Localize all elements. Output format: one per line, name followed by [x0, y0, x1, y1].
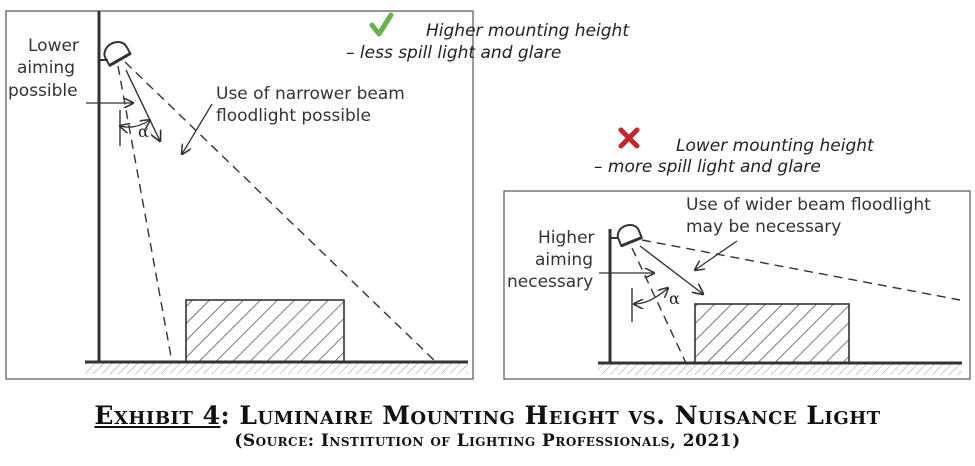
- exhibit-number: Exhibit 4: [94, 401, 221, 430]
- right-angle-arc: [634, 288, 668, 304]
- left-panel: α Lower aiming possible Use of narrower …: [5, 10, 474, 380]
- right-beam-edge-outer: [641, 239, 961, 301]
- exhibit-source: (Source: Institution of Lighting Profess…: [234, 431, 741, 451]
- mounting-height-diagram: α Lower aiming possible Use of narrower …: [5, 10, 971, 380]
- right-building: [694, 303, 850, 364]
- left-aiming-arrow: [125, 69, 160, 141]
- right-beam-label: Use of wider beam floodlight may be nece…: [686, 195, 936, 237]
- left-angle-arc: [120, 120, 150, 127]
- left-beam-edge-outer: [124, 61, 437, 363]
- left-panel-frame: [5, 10, 474, 380]
- right-panel: α Higher aiming necessary Use of wider b…: [503, 190, 971, 380]
- left-beam-edge-inner: [117, 65, 173, 363]
- bad-note: Lower mounting height – more spill light…: [594, 127, 879, 177]
- right-angle-symbol: α: [669, 289, 680, 308]
- exhibit-title-text: : Luminaire Mounting Height vs. Nuisance…: [220, 401, 881, 430]
- cross-icon: [618, 127, 640, 149]
- left-aiming-label: Lower aiming possible: [8, 36, 84, 101]
- right-aiming-label: Higher aiming necessary: [507, 228, 600, 292]
- left-angle-symbol: α: [138, 122, 149, 141]
- right-beam-label-arrow: [695, 240, 738, 270]
- left-beam-label: Use of narrower beam floodlight possible: [216, 84, 410, 126]
- good-note: Higher mounting height – less spill ligh…: [346, 12, 634, 63]
- left-luminaire: [103, 41, 132, 67]
- left-beam-label-arrow: [182, 103, 213, 154]
- good-note-text: Higher mounting height – less spill ligh…: [346, 21, 634, 63]
- left-ground-hatch: [85, 362, 468, 374]
- right-luminaire: [616, 224, 643, 248]
- right-panel-frame: [503, 190, 971, 380]
- right-aiming-arrow: [639, 245, 703, 294]
- exhibit-title: Exhibit 4: Luminaire Mounting Height vs.…: [0, 401, 975, 430]
- left-building: [185, 299, 345, 363]
- check-icon: [369, 12, 394, 37]
- bad-note-text: Lower mounting height – more spill light…: [594, 136, 879, 177]
- right-ground-hatch: [598, 363, 962, 375]
